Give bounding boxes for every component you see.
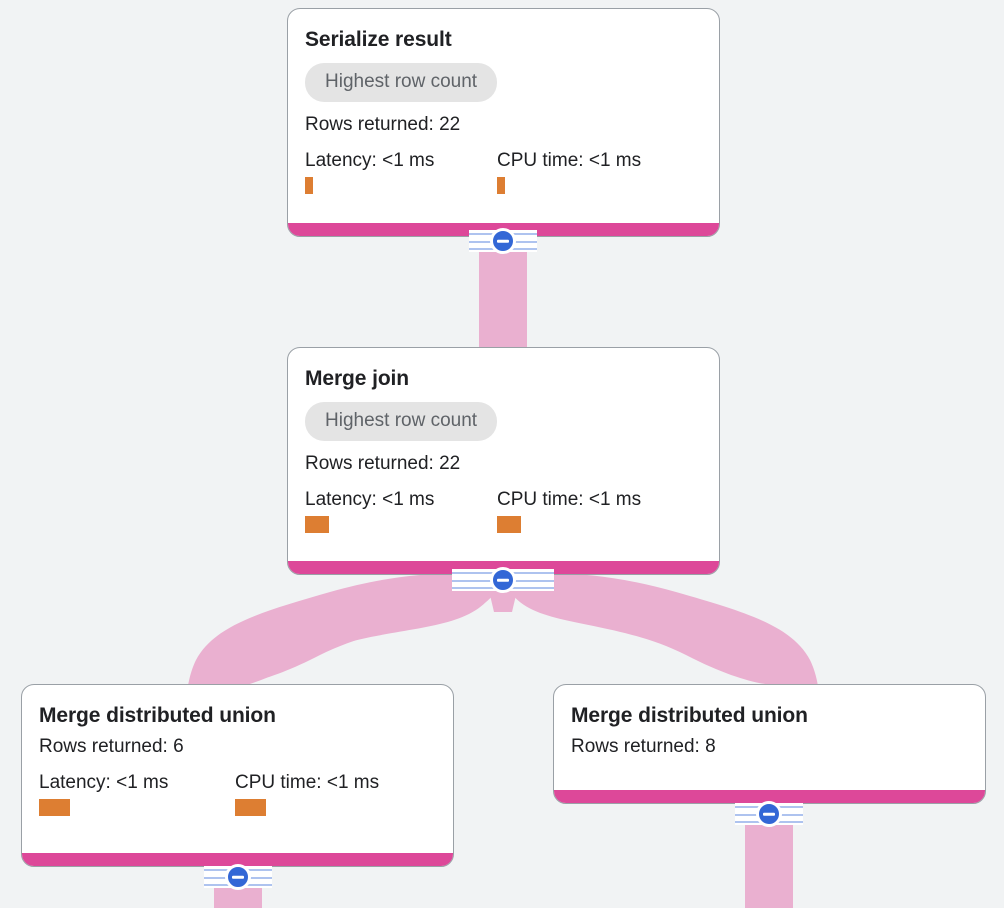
node-rows-returned: Rows returned: 6 bbox=[39, 736, 184, 757]
edge-left-ribbon bbox=[188, 573, 499, 686]
node-card-merge-distributed-union-left[interactable]: Merge distributed union Rows returned: 6… bbox=[21, 684, 454, 867]
minus-icon bbox=[497, 578, 509, 582]
edge-right-ribbon bbox=[507, 573, 818, 686]
metric-latency: Latency: <1 ms bbox=[305, 150, 497, 194]
metric-cpu-time: CPU time: <1 ms bbox=[235, 772, 379, 816]
metric-cpu-time-label: CPU time: <1 ms bbox=[497, 489, 642, 510]
node-footer-bar bbox=[554, 790, 985, 803]
node-card-merge-distributed-union-right[interactable]: Merge distributed union Rows returned: 8 bbox=[553, 684, 986, 804]
edge-serialize-to-merge-join bbox=[479, 240, 527, 350]
minus-icon bbox=[232, 875, 244, 879]
node-metrics-row: Latency: <1 ms CPU time: <1 ms bbox=[39, 772, 436, 816]
node-body: Serialize result Highest row count Rows … bbox=[288, 9, 719, 204]
node-metrics-row: Latency: <1 ms CPU time: <1 ms bbox=[305, 150, 702, 194]
metric-cpu-time-label: CPU time: <1 ms bbox=[235, 772, 380, 793]
metric-cpu-time-bar bbox=[497, 516, 521, 533]
metric-latency-label: Latency: <1 ms bbox=[39, 772, 169, 793]
metric-cpu-time-bar bbox=[235, 799, 266, 816]
metric-latency-bar bbox=[305, 177, 313, 194]
edge-merge-join-to-left-union bbox=[215, 588, 496, 690]
metric-latency-bar bbox=[39, 799, 70, 816]
node-badge-highest-row-count: Highest row count bbox=[305, 402, 498, 441]
node-title: Merge join bbox=[305, 367, 410, 390]
metric-latency: Latency: <1 ms bbox=[39, 772, 235, 816]
node-rows-returned: Rows returned: 22 bbox=[305, 114, 461, 135]
collapse-toggle-serialize-result[interactable] bbox=[490, 228, 516, 254]
metric-latency-bar bbox=[305, 516, 329, 533]
collapse-toggle-merge-join[interactable] bbox=[490, 567, 516, 593]
metric-cpu-time-bar bbox=[497, 177, 505, 194]
collapse-toggle-merge-distributed-union-left[interactable] bbox=[225, 864, 251, 890]
node-metrics-row: Latency: <1 ms CPU time: <1 ms bbox=[305, 489, 702, 533]
metric-latency: Latency: <1 ms bbox=[305, 489, 497, 533]
metric-cpu-time: CPU time: <1 ms bbox=[497, 489, 641, 533]
collapse-toggle-merge-distributed-union-right[interactable] bbox=[756, 801, 782, 827]
edge-merge-join-to-left-union-band bbox=[186, 586, 498, 690]
metric-latency-label: Latency: <1 ms bbox=[305, 150, 435, 171]
node-title: Merge distributed union bbox=[571, 704, 808, 727]
minus-icon bbox=[497, 239, 509, 243]
metric-latency-label: Latency: <1 ms bbox=[305, 489, 435, 510]
metric-cpu-time: CPU time: <1 ms bbox=[497, 150, 641, 194]
metric-cpu-time-label: CPU time: <1 ms bbox=[497, 150, 642, 171]
node-body: Merge distributed union Rows returned: 8 bbox=[554, 685, 985, 768]
node-card-serialize-result[interactable]: Serialize result Highest row count Rows … bbox=[287, 8, 720, 237]
minus-icon bbox=[763, 812, 775, 816]
node-rows-returned: Rows returned: 22 bbox=[305, 453, 461, 474]
node-rows-returned: Rows returned: 8 bbox=[571, 736, 716, 757]
node-card-merge-join[interactable]: Merge join Highest row count Rows return… bbox=[287, 347, 720, 575]
node-footer-bar bbox=[22, 853, 453, 866]
node-title: Serialize result bbox=[305, 28, 452, 51]
node-body: Merge join Highest row count Rows return… bbox=[288, 348, 719, 543]
node-body: Merge distributed union Rows returned: 6… bbox=[22, 685, 453, 826]
node-title: Merge distributed union bbox=[39, 704, 276, 727]
node-badge-highest-row-count: Highest row count bbox=[305, 63, 498, 102]
